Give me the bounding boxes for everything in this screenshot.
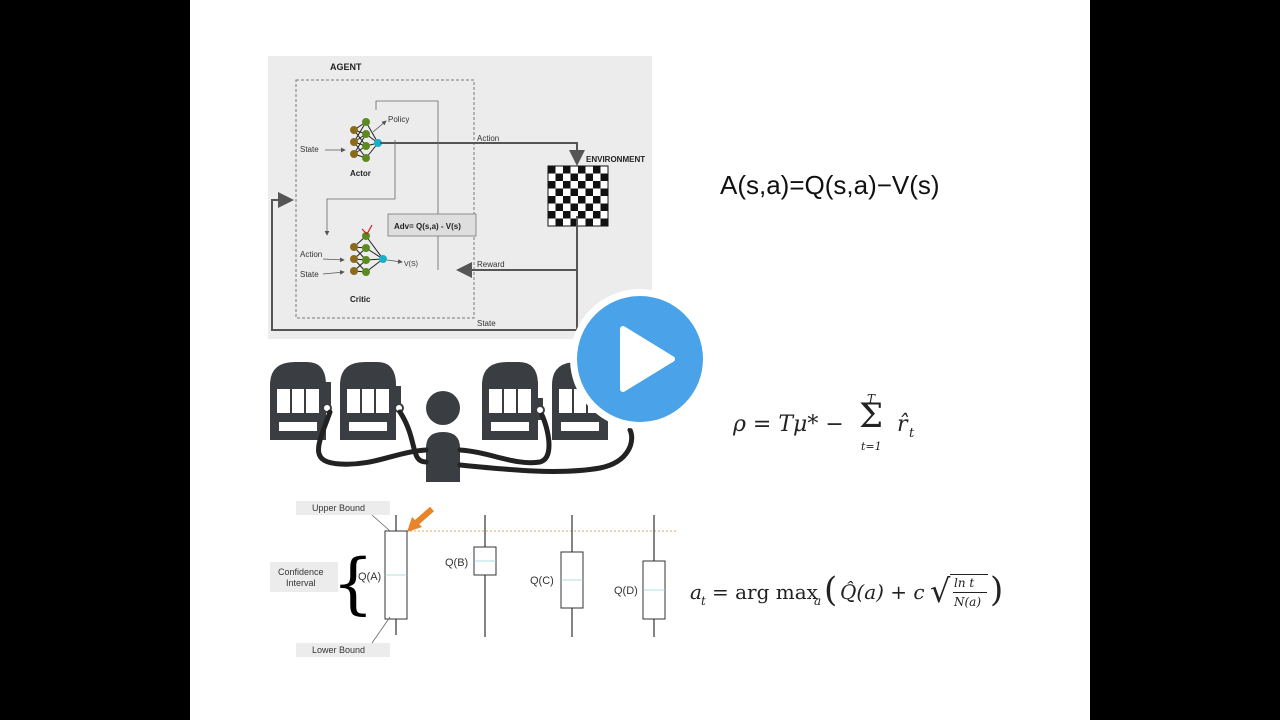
confidence-label-2: Interval — [286, 578, 316, 588]
critic-state-label: State — [300, 270, 319, 279]
agent-box — [295, 79, 475, 319]
sqrt-icon: √ — [930, 572, 951, 610]
environment-checkerboard — [547, 165, 609, 227]
confidence-label-1: Confidence — [278, 567, 324, 577]
adv-box — [387, 213, 477, 237]
critic-label: Critic — [350, 295, 371, 304]
state-label: State — [300, 145, 319, 154]
regret-sub: t — [909, 426, 915, 441]
upper-bound-box — [296, 501, 390, 515]
ucb-eq: = arg max — [712, 580, 818, 604]
upper-bound-label: Upper Bound — [312, 503, 365, 513]
vs-label: V(S) — [404, 261, 418, 268]
ucb-frac-top: ln t — [954, 576, 975, 590]
slide: AGENT — [190, 0, 1090, 720]
ucb-q: Q̂(a) + c — [840, 580, 925, 604]
regret-lhs: ρ = Tμ* − — [733, 412, 844, 437]
slide-graphics: AGENT — [270, 62, 678, 657]
critic-network — [350, 224, 387, 276]
regret-term: r̂ — [897, 412, 908, 437]
actor-label: Actor — [350, 169, 371, 178]
adv-label: Adv= Q(s,a) - V(s) — [394, 222, 461, 231]
regret-equation: ρ = Tμ* − T Σ t=1 r̂ t — [733, 392, 943, 462]
left-paren-icon: ( — [824, 570, 838, 610]
lower-bound-label: Lower Bound — [312, 645, 365, 655]
regret-sum-top: T — [867, 392, 876, 406]
actor-critic-diagram: AGENT — [271, 62, 645, 331]
ucb-equation: a t = arg max a ( Q̂(a) + c √ ln t N(a) … — [690, 568, 1010, 628]
slot-machine-3 — [482, 362, 545, 440]
agent-label: AGENT — [330, 62, 362, 72]
ucb-label: Q(D) — [614, 585, 638, 597]
slot-machine-1 — [270, 362, 332, 440]
highlight-arrow — [407, 506, 434, 532]
frac-bar — [953, 592, 987, 593]
person-figure — [426, 391, 460, 482]
lower-bound-box — [296, 643, 390, 657]
ucb-label: Q(C) — [530, 575, 554, 587]
ucb-sub-a: a — [814, 594, 822, 608]
environment-label: ENVIRONMENT — [586, 155, 645, 164]
ucb-lhs: a — [690, 580, 702, 604]
ucb-bars: Q(A) Q(B) Q(C) Q(D) — [358, 515, 666, 637]
state-bottom-label: State — [477, 319, 496, 328]
action-label: Action — [477, 134, 499, 143]
sqrt-bar — [950, 574, 988, 575]
ucb-label: Q(A) — [358, 571, 381, 583]
play-icon — [570, 289, 710, 429]
critic-action-label: Action — [300, 250, 322, 259]
ucb-label: Q(B) — [445, 557, 468, 569]
slot-machine-2 — [340, 362, 404, 440]
actor-network — [350, 118, 382, 162]
ucb-frac-bottom: N(a) — [954, 595, 982, 609]
advantage-equation: A(s,a)=Q(s,a)−V(s) — [720, 170, 940, 200]
policy-label: Policy — [388, 115, 409, 124]
right-paren-icon: ) — [990, 570, 1004, 610]
regret-sum-bottom: t=1 — [861, 440, 882, 453]
summation-icon: Σ — [859, 396, 884, 436]
confidence-box — [270, 562, 338, 592]
bandit-illustration — [270, 362, 635, 482]
play-button[interactable] — [568, 287, 712, 431]
ucb-lhs-sub: t — [701, 594, 706, 608]
brace-icon: { — [332, 545, 374, 622]
ucb-chart: Q(A) Q(B) Q(C) Q(D) Upper Bound Lower Bound… — [270, 501, 678, 657]
reward-label: Reward — [477, 260, 505, 269]
